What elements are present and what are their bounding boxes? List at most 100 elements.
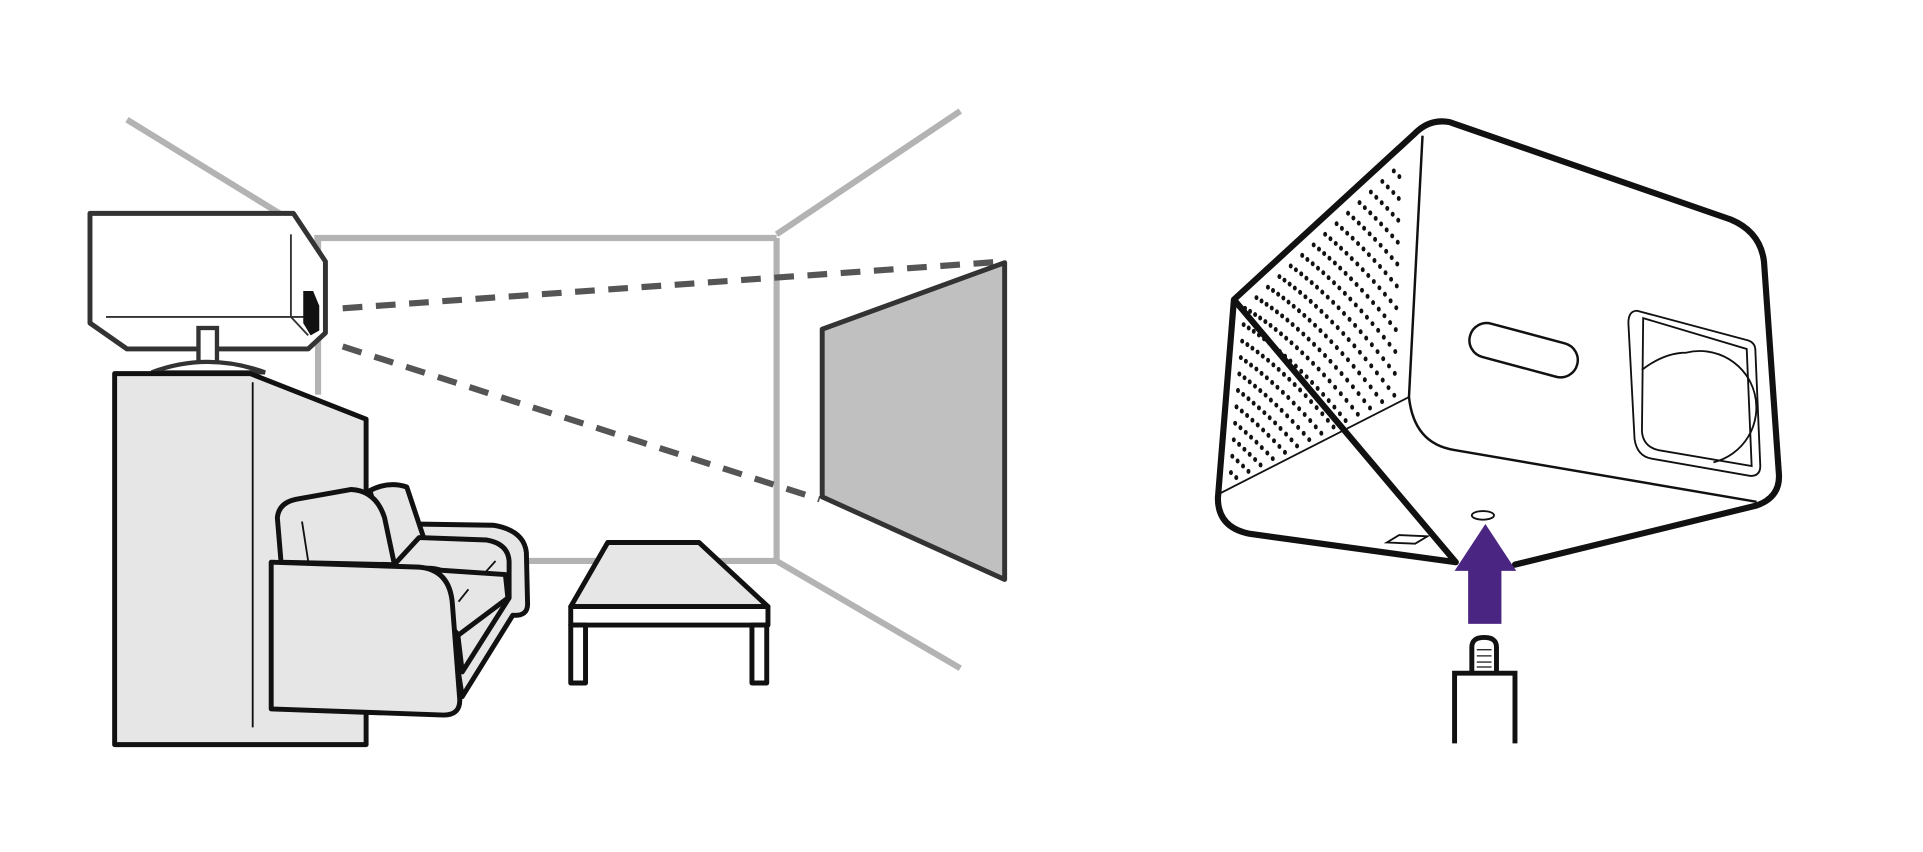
grille-dot (1389, 276, 1394, 282)
grille-dot (1311, 360, 1316, 366)
grille-dot (1322, 372, 1327, 378)
grille-dot (1266, 432, 1271, 438)
sofa (268, 482, 531, 718)
grille-dot (1284, 335, 1289, 341)
grille-dot (1262, 410, 1267, 416)
grille-dot (1396, 195, 1401, 201)
grille-dot (1289, 340, 1294, 346)
grille-dot (1289, 437, 1294, 443)
grille-dot (1347, 316, 1352, 322)
grille-dot (1381, 356, 1386, 362)
grille-dot (1245, 342, 1250, 348)
grille-dot (1303, 393, 1308, 399)
grille-dot (1376, 306, 1381, 312)
grille-dot (1366, 273, 1371, 278)
grille-dot (1328, 358, 1333, 364)
grille-dot (1247, 379, 1252, 385)
grille-dot (1356, 391, 1361, 397)
grille-dot (1313, 322, 1318, 328)
grille-dot (1378, 264, 1382, 269)
grille-dot (1362, 225, 1367, 231)
grille-dot (1331, 424, 1336, 430)
grille-dot (1297, 308, 1301, 314)
grille-dot (1322, 251, 1327, 257)
grille-dot (1338, 265, 1343, 271)
grille-dot (1325, 294, 1330, 300)
grille-dot (1235, 458, 1240, 464)
grille-dot (1310, 261, 1315, 267)
grille-dot (1332, 280, 1336, 286)
grille-dot (1287, 376, 1292, 382)
grille-dot (1394, 283, 1399, 289)
grille-dot (1295, 443, 1300, 449)
grille-dot (1343, 270, 1348, 276)
grille-dot (1379, 200, 1384, 206)
grille-dot (1243, 358, 1248, 364)
lens-icon (303, 291, 320, 336)
grille-dot (1311, 242, 1316, 248)
grille-dot (1330, 319, 1335, 325)
grille-dot (1350, 404, 1355, 410)
grille-dot (1263, 319, 1268, 325)
grille-dot (1342, 290, 1347, 296)
grille-dot (1304, 374, 1309, 380)
mount-plate (150, 359, 266, 375)
grille-dot (1329, 339, 1334, 345)
grille-dot (1249, 434, 1254, 440)
grille-dot (1332, 260, 1337, 266)
grille-dot (1314, 405, 1319, 411)
grille-dot (1390, 211, 1395, 217)
grille-dot (1335, 325, 1340, 331)
grille-dot (1380, 178, 1385, 184)
grille-dot (1326, 398, 1331, 404)
grille-dot (1269, 305, 1274, 311)
grille-dot (1237, 371, 1242, 377)
grille-dot (1234, 475, 1239, 481)
grille-dot (1394, 305, 1399, 311)
grille-dot (1233, 420, 1238, 426)
grille-dot (1303, 294, 1308, 300)
grille-dot (1359, 308, 1364, 314)
grille-dot (1240, 338, 1245, 344)
grille-dot (1371, 279, 1376, 284)
grille-dot (1270, 456, 1275, 462)
grille-dot (1259, 445, 1264, 451)
grille-dot (1292, 382, 1297, 388)
grille-dot (1390, 233, 1395, 239)
grille-dot (1391, 168, 1396, 174)
grille-dot (1231, 437, 1236, 443)
grille-dot (1305, 355, 1310, 361)
grille-dot (1293, 267, 1298, 273)
grille-dot (1286, 395, 1291, 400)
grille-dot (1333, 384, 1338, 390)
grille-dot (1273, 327, 1278, 332)
grille-dot (1395, 261, 1400, 267)
grille-dot (1384, 227, 1389, 233)
grille-dot (1381, 334, 1386, 340)
grille-dot (1383, 270, 1388, 276)
grille-dot (1352, 343, 1357, 349)
ceiling-mount-room-scene (87, 108, 1008, 748)
grille-dot (1295, 326, 1300, 332)
grille-dot (1314, 303, 1318, 309)
grille-dot (1254, 295, 1259, 301)
grille-dot (1307, 317, 1312, 323)
grille-dot (1358, 329, 1363, 335)
ceiling-projector (87, 210, 328, 375)
grille-dot (1368, 210, 1373, 216)
grille-dot (1263, 392, 1268, 398)
grille-dot (1271, 362, 1276, 368)
grille-dot (1245, 413, 1250, 418)
grille-dot (1282, 371, 1286, 377)
grille-dot (1277, 443, 1282, 449)
grille-dot (1377, 285, 1382, 291)
grille-dot (1393, 327, 1398, 333)
grille-dot (1287, 281, 1292, 287)
grille-dot (1300, 350, 1305, 356)
grille-dot (1362, 377, 1367, 383)
grille-dot (1255, 422, 1260, 428)
grille-dot (1254, 366, 1259, 372)
screw-socket (1470, 510, 1495, 521)
grille-dot (1397, 174, 1402, 180)
grille-dot (1362, 205, 1367, 211)
